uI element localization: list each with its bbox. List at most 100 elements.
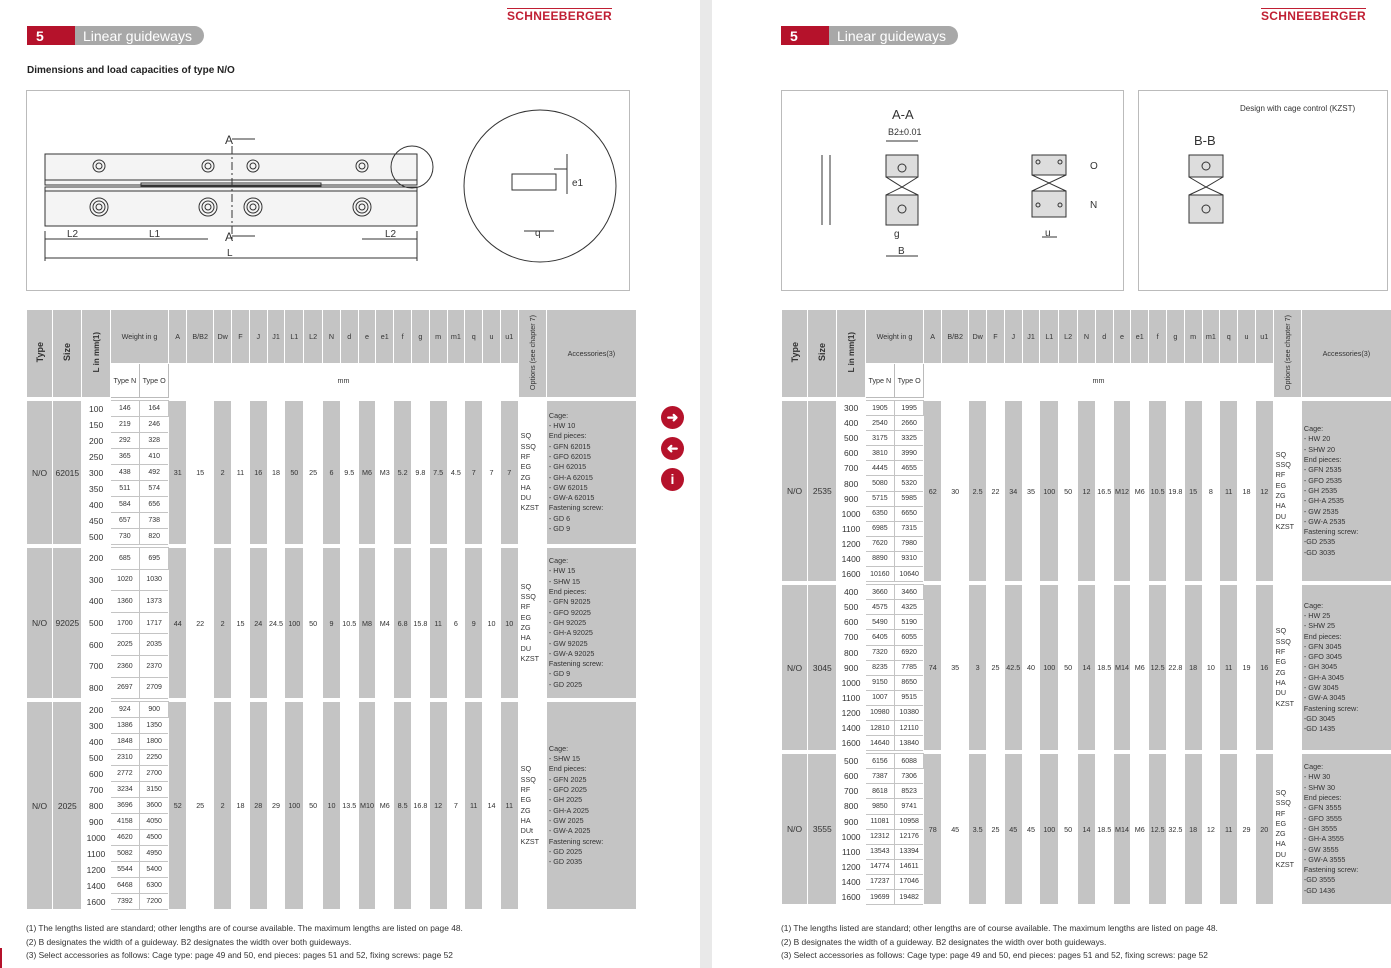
header-col-e: e (1112, 309, 1132, 364)
header-weight: Weight in g (864, 309, 925, 364)
dim-B-B2: 35 (941, 584, 970, 752)
length-cell: 1000 (81, 829, 111, 847)
weight-n-cell: 5544 (109, 861, 141, 879)
accessory-item: - HW 10 (548, 421, 576, 431)
accessory-item: End pieces: (1303, 455, 1342, 465)
weight-o-cell: 12176 (893, 828, 925, 845)
dim-A: 31 (168, 400, 188, 545)
weight-o-cell: 6650 (893, 505, 925, 522)
dim-N: 6 (322, 400, 341, 545)
length-cell: 600 (81, 765, 111, 783)
dim-J: 42.5 (1003, 584, 1023, 752)
dim-F: 11 (231, 400, 250, 545)
length-cell: 200 (81, 432, 111, 449)
dim-g: 9.8 (410, 400, 430, 545)
dim-e: M12 (1112, 399, 1132, 583)
length-cell: 400 (836, 584, 866, 601)
dim-l: L (227, 248, 233, 259)
info-icon[interactable]: i (661, 468, 684, 491)
weight-o-cell: 13840 (893, 735, 925, 752)
dim-A: 44 (168, 546, 188, 700)
dim-q: 7 (464, 400, 484, 545)
weight-n-cell: 6985 (864, 520, 896, 537)
chapter-header: 5 Linear guideways (781, 26, 958, 45)
header-col-e1: e1 (1130, 309, 1150, 364)
weight-o-cell: 5400 (138, 861, 170, 879)
dim-m: 7.5 (428, 400, 448, 545)
weight-o-cell: 5320 (893, 475, 925, 492)
weight-n-cell: 584 (109, 496, 141, 513)
header-length: L in mm(1) (836, 309, 866, 398)
dim-u1: 20 (1254, 753, 1274, 906)
dim-Dw: 2 (213, 701, 233, 911)
option-item: EG (1275, 818, 1287, 828)
section-aa-label: A-A (892, 107, 914, 122)
length-cell: 800 (836, 644, 866, 661)
dim-u1: 10 (499, 546, 519, 700)
weight-n-cell: 4158 (109, 813, 141, 831)
dim-N: 9 (322, 546, 341, 700)
length-cell: 200 (81, 547, 111, 570)
dim-e1: M6 (1130, 399, 1150, 583)
dim-f: 5.2 (393, 400, 412, 545)
weight-o-cell: 3990 (893, 445, 925, 462)
option-item: SSQ (1275, 460, 1291, 470)
arrow-right-icon[interactable]: ➜ (661, 406, 684, 429)
accessory-item: End pieces: (1303, 793, 1342, 803)
dim-u: u (1045, 228, 1051, 239)
weight-n-cell: 7392 (109, 893, 141, 911)
header-weight-n: Type N (864, 363, 896, 398)
length-cell: 1400 (81, 877, 111, 895)
header-unit-mm: mm (923, 363, 1274, 398)
length-cell: 900 (836, 813, 866, 830)
option-item: DU (1275, 849, 1287, 859)
dim-d: 18.5 (1094, 584, 1114, 752)
dim-u: 14 (482, 701, 501, 911)
length-cell: 400 (81, 733, 111, 751)
weight-o-cell: 3325 (893, 430, 925, 447)
weight-n-cell: 511 (109, 480, 141, 497)
accessory-item: - GW 62015 (548, 482, 588, 492)
accessory-item: - HW 15 (548, 566, 576, 576)
option-item: EG (520, 795, 532, 805)
dim-J1: 29 (266, 701, 286, 911)
weight-n-cell: 365 (109, 448, 141, 465)
dim-f: 12.5 (1148, 753, 1167, 906)
weight-o-cell: 410 (138, 448, 170, 465)
option-item: KZST (1275, 860, 1295, 870)
left-page: SCHNEEBERGER 5 Linear guideways Dimensio… (0, 8, 684, 968)
option-item: RF (1275, 647, 1286, 657)
dim-f: 8.5 (393, 701, 412, 911)
arrow-left-icon[interactable]: ➜ (661, 437, 684, 460)
accessory-item: Cage: (548, 410, 569, 420)
weight-o-cell: 6300 (138, 877, 170, 895)
length-cell: 500 (81, 528, 111, 545)
accessory-item: Fastening screw: (548, 836, 604, 846)
dim-l1: L1 (149, 229, 161, 240)
header-accessories: Accessories(3) (545, 309, 637, 398)
weight-n-cell: 5082 (109, 845, 141, 863)
dim-m: 18 (1183, 584, 1203, 752)
weight-n-cell: 2025 (109, 633, 141, 656)
weight-n-cell: 6405 (864, 629, 896, 646)
dim-J: 24 (248, 546, 268, 700)
header-col-L2: L2 (1058, 309, 1079, 364)
length-cell: 1600 (836, 735, 866, 752)
header-col-u: u (482, 309, 501, 364)
weight-n-cell: 3810 (864, 445, 896, 462)
option-item: DU (1275, 688, 1287, 698)
weight-n-cell: 7320 (864, 644, 896, 661)
weight-n-cell: 12312 (864, 828, 896, 845)
dim-F: 25 (986, 584, 1005, 752)
option-item: RF (520, 785, 531, 795)
label-n: N (1090, 200, 1097, 211)
length-cell: 500 (836, 599, 866, 616)
